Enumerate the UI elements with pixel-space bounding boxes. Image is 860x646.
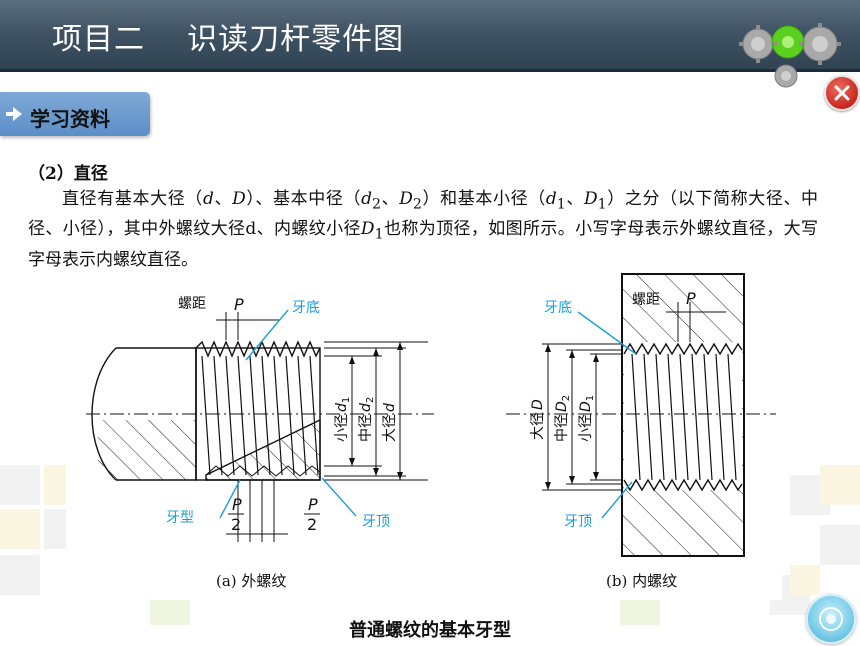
close-button[interactable] (824, 75, 860, 111)
label-major-right: 大径D (530, 399, 546, 440)
half-p-den-1: 2 (231, 515, 241, 534)
label-mid-left: 中径d2 (358, 397, 376, 442)
section-tab-label: 学习资料 (30, 107, 110, 131)
label-profile-left: 牙型 (166, 510, 194, 526)
content-heading: （2）直径 (28, 164, 108, 184)
title-bar-divider (0, 69, 860, 72)
label-P-right: P (686, 289, 696, 308)
figure-caption: 普通螺纹的基本牙型 (349, 620, 511, 641)
close-icon (834, 85, 850, 101)
half-p-den-2: 2 (307, 515, 317, 534)
half-p-num-1: P (232, 495, 242, 514)
power-icon (819, 607, 843, 631)
caption-right: (b) 内螺纹 (606, 572, 677, 590)
label-crest-left: 牙顶 (362, 514, 390, 530)
internal-thread-drawing (506, 273, 776, 557)
content-paragraph: 直径有基本大径（d、D）、基本中径（d2、D2）和基本小径（d1、D1）之分（以… (28, 189, 819, 270)
label-P-left: P (234, 295, 244, 314)
caption-left: (a) 外螺纹 (216, 572, 286, 590)
home-button[interactable] (806, 594, 856, 644)
label-major-left: 大径d (382, 403, 398, 442)
label-crest-right: 牙顶 (564, 514, 592, 530)
label-minor-right: 小径D1 (578, 395, 596, 442)
label-root-right: 牙底 (544, 300, 572, 316)
section-tab[interactable]: 学习资料 (0, 92, 150, 136)
page-title: 项目二 识读刀杆零件图 (52, 22, 405, 57)
title-bar: 项目二 识读刀杆零件图 (0, 0, 860, 72)
label-root-left: 牙底 (292, 300, 320, 316)
thread-figure: 螺距 P 牙底 牙型 牙顶 P 2 P 2 小径d1 中径d2 大径d (a) … (66, 270, 782, 600)
half-p-num-2: P (308, 495, 318, 514)
gears-icon (739, 23, 841, 88)
label-mid-right: 中径D2 (554, 395, 572, 442)
label-minor-left: 小径d1 (334, 397, 352, 442)
label-pitch-right: 螺距 (632, 292, 660, 308)
label-pitch-left: 螺距 (178, 296, 206, 312)
background-tiles (0, 465, 860, 625)
content-text: （2）直径 直径有基本大径（d、D）、基本中径（d2、D2）和基本小径（d1、D… (28, 162, 818, 273)
external-thread-drawing (86, 309, 434, 542)
arrow-right-icon (6, 107, 22, 121)
